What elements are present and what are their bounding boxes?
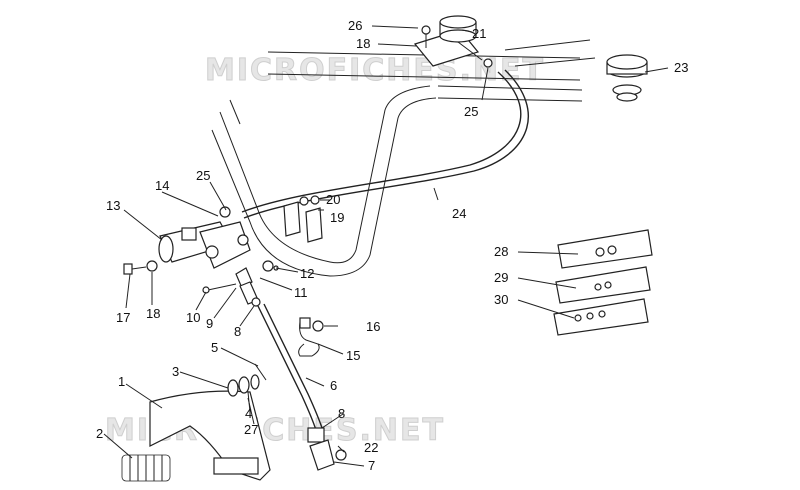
callout-14: 14 — [155, 178, 169, 193]
master-cylinder — [158, 206, 251, 269]
callout-16: 16 — [366, 319, 380, 334]
callout-4: 4 — [245, 406, 252, 421]
callout-25-upper: 25 — [464, 104, 478, 119]
callout-25-lower: 25 — [196, 168, 210, 183]
callout-22: 22 — [364, 440, 378, 455]
push-rod-parts — [202, 260, 279, 307]
callout-11: 11 — [294, 285, 308, 300]
callout-8-upper: 8 — [234, 324, 241, 339]
callout-labels: 1 2 3 4 5 6 7 8 8 9 10 11 12 13 14 15 16… — [96, 18, 688, 473]
callout-3: 3 — [172, 364, 179, 379]
callout-15: 15 — [346, 348, 360, 363]
callout-24: 24 — [452, 206, 466, 221]
callout-8-lower: 8 — [338, 406, 345, 421]
parts-kits — [553, 229, 653, 336]
clutch-cable — [241, 69, 530, 219]
callout-29: 29 — [494, 270, 508, 285]
callout-7: 7 — [368, 458, 375, 473]
cable-brackets — [283, 195, 323, 243]
callout-5: 5 — [211, 340, 218, 355]
callout-30: 30 — [494, 292, 508, 307]
callout-6: 6 — [330, 378, 337, 393]
bolt-washer — [123, 260, 158, 275]
bottom-clevis — [307, 427, 347, 471]
reservoir-cap — [606, 54, 648, 102]
frame-tubes — [211, 39, 596, 277]
leader-lines — [103, 25, 669, 467]
watermark-top: MICROFICHES.NET — [205, 53, 545, 88]
callout-2: 2 — [96, 426, 103, 441]
callout-27: 27 — [244, 422, 258, 437]
callout-20: 20 — [326, 192, 340, 207]
callout-12: 12 — [300, 266, 314, 281]
callout-13: 13 — [106, 198, 120, 213]
callout-17: 17 — [116, 310, 130, 325]
pivot-washers — [227, 363, 267, 397]
callout-1: 1 — [118, 374, 125, 389]
callout-18-upper: 18 — [356, 36, 370, 51]
callout-28: 28 — [494, 244, 508, 259]
brake-rod — [257, 303, 324, 431]
callout-10: 10 — [186, 310, 200, 325]
callout-9: 9 — [206, 316, 213, 331]
callout-26: 26 — [348, 18, 362, 33]
brake-pedal — [121, 390, 271, 482]
reservoir-assembly — [413, 15, 493, 68]
callout-23: 23 — [674, 60, 688, 75]
callout-21: 21 — [472, 26, 486, 41]
callout-19: 19 — [330, 210, 344, 225]
callout-18-lower: 18 — [146, 306, 160, 321]
